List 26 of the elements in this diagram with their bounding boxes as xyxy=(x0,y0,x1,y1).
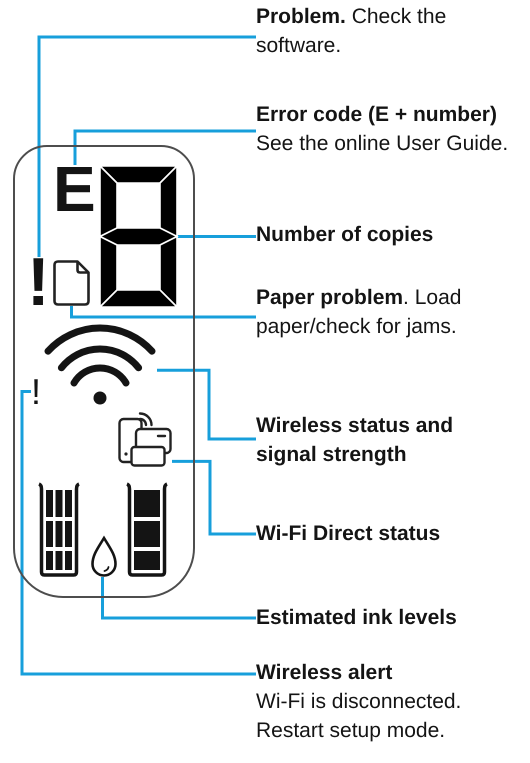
display-panel xyxy=(13,145,195,598)
callout-label: Problem. Check the software. xyxy=(256,2,448,60)
callout-label: Paper problem. Load paper/check for jams. xyxy=(256,283,463,341)
leader-line xyxy=(70,306,256,318)
exclamation-mark: ! xyxy=(31,378,43,405)
display-letter: E xyxy=(53,165,97,213)
ink-gauges-icon xyxy=(38,483,167,577)
callout-label: Estimated ink levels xyxy=(256,603,458,632)
leader-line xyxy=(101,577,256,620)
document-icon xyxy=(53,260,90,306)
callout-heading: Wireless alert xyxy=(256,660,394,686)
leader-line xyxy=(176,235,256,238)
callout-heading: Error code (E + number) xyxy=(256,102,498,128)
seven-segment-digit-icon xyxy=(100,166,177,307)
leader-line xyxy=(38,36,256,257)
leader-line xyxy=(74,130,256,165)
callout-label: Wireless status and signal strength xyxy=(256,411,455,469)
callout-description: Wi-Fi is disconnected. Restart setup mode. xyxy=(256,689,462,744)
callout-label: Number of copies xyxy=(256,220,435,249)
leader-line xyxy=(172,460,256,536)
leader-line xyxy=(20,390,256,676)
exclamation-mark: ! xyxy=(27,257,51,308)
leader-line xyxy=(157,368,256,440)
callout-description: See the online User Guide. xyxy=(256,131,510,157)
callout-label: Wi-Fi Direct status xyxy=(256,519,442,548)
phone-printer-icon xyxy=(118,411,172,467)
